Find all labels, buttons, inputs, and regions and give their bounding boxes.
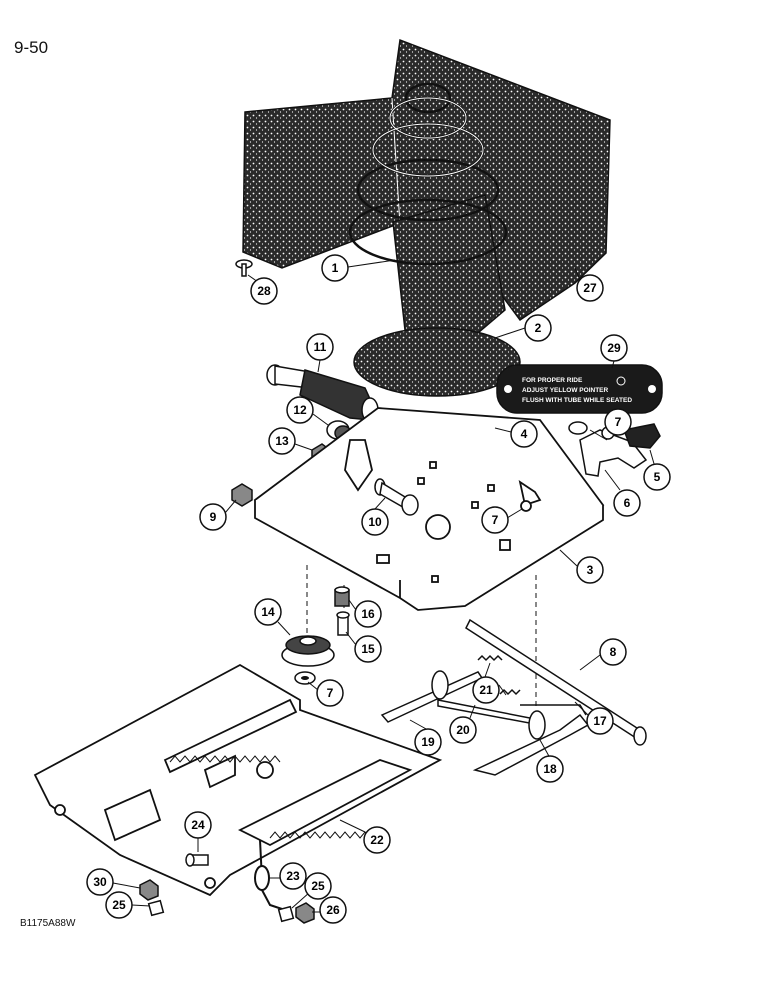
callout-22: 22 (339, 819, 391, 854)
callout-29: 29 (600, 334, 628, 369)
svg-text:24: 24 (191, 818, 205, 832)
svg-text:26: 26 (326, 903, 340, 917)
svg-text:30: 30 (93, 875, 107, 889)
nut (231, 483, 253, 507)
rubber-mount (281, 635, 335, 667)
svg-text:25: 25 (112, 898, 126, 912)
svg-text:11: 11 (314, 340, 327, 354)
svg-text:3: 3 (587, 563, 594, 577)
callout-8: 8 (579, 638, 627, 671)
callout-23: 23 (268, 862, 307, 890)
callout-3: 3 (559, 549, 604, 584)
callout-30: 30 (86, 868, 141, 896)
rail-teeth (169, 755, 371, 839)
svg-text:10: 10 (368, 515, 382, 529)
nut (139, 879, 159, 901)
svg-text:6: 6 (624, 496, 631, 510)
callout-21: 21 (472, 662, 507, 704)
callout-17: 17 (574, 701, 614, 735)
svg-text:23: 23 (286, 869, 300, 883)
callout-15: 15 (345, 631, 382, 663)
svg-text:29: 29 (607, 341, 621, 355)
callout-6: 6 (604, 469, 641, 517)
slide-rail-plate (33, 663, 443, 897)
callout-16: 16 (348, 599, 382, 628)
callout-14: 14 (254, 598, 291, 636)
svg-text:13: 13 (275, 434, 289, 448)
svg-text:15: 15 (361, 642, 375, 656)
callout-10: 10 (361, 497, 389, 536)
callout-24: 24 (184, 811, 212, 852)
svg-text:20: 20 (456, 723, 470, 737)
svg-text:4: 4 (521, 427, 528, 441)
seat-cover (242, 38, 611, 339)
callout-7: 7 (481, 506, 523, 534)
screw (235, 259, 253, 277)
decal-line-1: FOR PROPER RIDE (522, 377, 583, 384)
svg-text:25: 25 (311, 879, 325, 893)
callouts: 1 2 3 4 5 6 7 7 7 8 9 10 11 12 13 14 15 … (86, 254, 671, 924)
svg-text:1: 1 (332, 261, 339, 275)
svg-text:14: 14 (261, 605, 275, 619)
svg-text:27: 27 (583, 281, 597, 295)
bottom-pad (353, 327, 521, 397)
callout-27: 27 (574, 267, 604, 302)
svg-text:7: 7 (492, 513, 499, 527)
spacer (334, 586, 350, 607)
svg-text:17: 17 (593, 714, 607, 728)
bolt (336, 611, 350, 636)
svg-text:8: 8 (610, 645, 617, 659)
svg-text:12: 12 (293, 403, 307, 417)
callout-25: 25 (105, 891, 151, 919)
svg-text:2: 2 (535, 321, 542, 335)
ride-decal: FOR PROPER RIDE ADJUST YELLOW POINTER FL… (496, 364, 663, 414)
svg-text:16: 16 (361, 607, 375, 621)
callout-4: 4 (494, 420, 538, 448)
callout-11: 11 (306, 333, 334, 373)
pivot-bolt (374, 478, 419, 516)
clip (277, 905, 295, 923)
svg-text:9: 9 (210, 510, 217, 524)
callout-7: 7 (307, 679, 344, 707)
washer (294, 671, 316, 685)
nut (295, 902, 315, 924)
callout-26: 26 (312, 896, 347, 924)
washer (568, 421, 588, 435)
linkage-arms (380, 670, 590, 776)
callout-19: 19 (409, 719, 442, 756)
callout-28: 28 (247, 274, 278, 305)
clip (147, 899, 165, 917)
callout-13: 13 (268, 427, 313, 455)
callout-18: 18 (536, 739, 564, 783)
svg-text:22: 22 (370, 833, 384, 847)
callout-20: 20 (449, 704, 477, 744)
svg-text:28: 28 (257, 284, 271, 298)
callout-9: 9 (199, 499, 237, 531)
svg-text:18: 18 (543, 762, 557, 776)
svg-text:7: 7 (327, 686, 334, 700)
callout-25: 25 (291, 872, 332, 909)
cap-screw (185, 853, 209, 867)
callout-1: 1 (321, 254, 396, 282)
svg-text:7: 7 (615, 415, 622, 429)
callout-5: 5 (643, 449, 671, 491)
page-number: 9-50 (14, 38, 49, 57)
svg-text:19: 19 (421, 735, 435, 749)
seat-base-plate (253, 407, 605, 611)
callout-7: 7 (589, 408, 632, 441)
callout-12: 12 (286, 396, 329, 426)
decal-line-3: FLUSH WITH TUBE WHILE SEATED (522, 397, 632, 404)
figure-code: B1175A88W (20, 918, 76, 929)
callout-2: 2 (494, 314, 552, 342)
pointer-knob (622, 423, 661, 449)
svg-text:5: 5 (654, 470, 661, 484)
decal-line-2: ADJUST YELLOW POINTER (522, 387, 608, 394)
svg-text:21: 21 (479, 683, 493, 697)
